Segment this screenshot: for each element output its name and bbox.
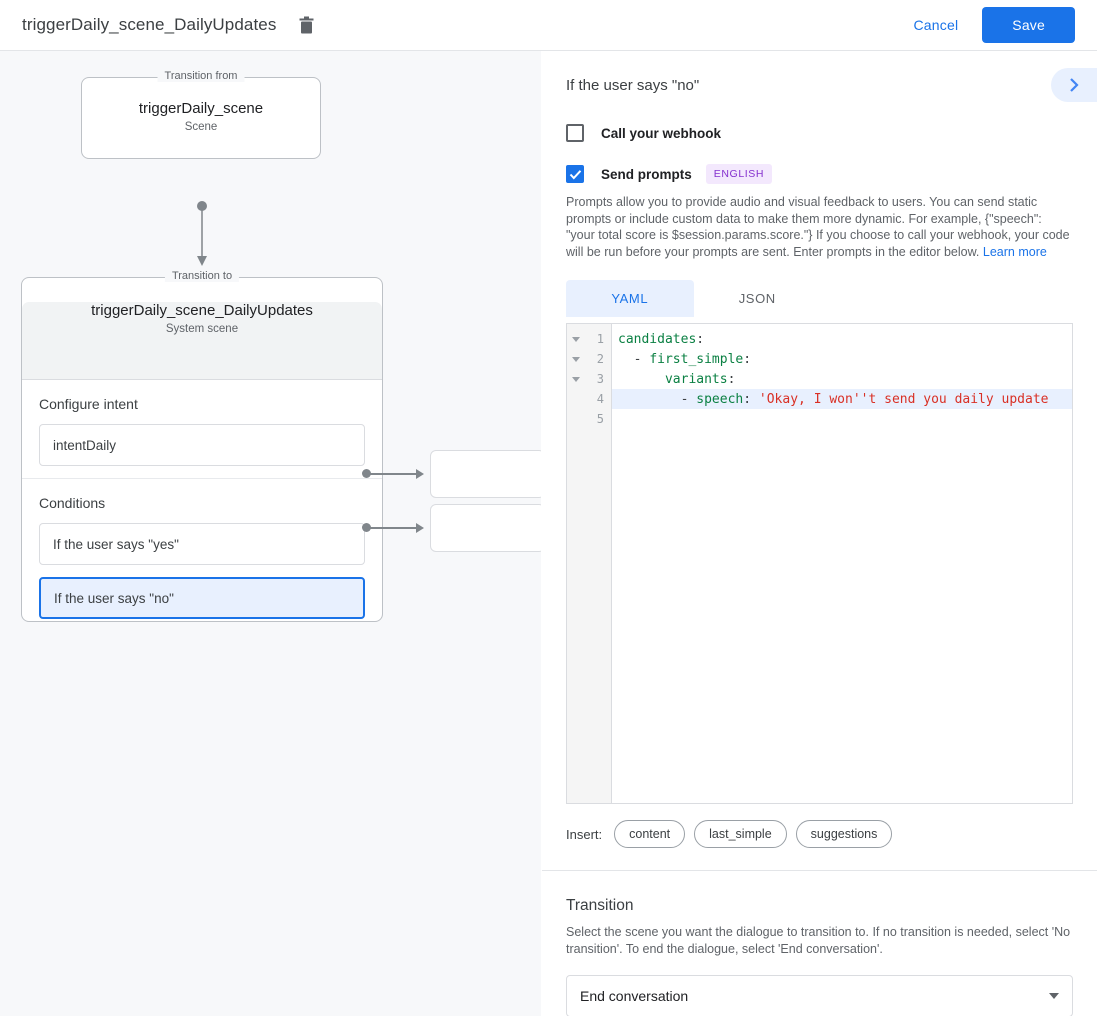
editor-gutter: 1 2 3 4 5 <box>567 324 612 803</box>
fold-triangle-icon[interactable] <box>572 376 580 382</box>
gutter-row[interactable]: 1 <box>567 329 611 349</box>
send-prompts-checkbox-row[interactable]: Send prompts ENGLISH <box>566 164 1073 184</box>
transition-section-title: Transition <box>566 897 634 914</box>
transition-from-name: triggerDaily_scene <box>138 100 264 117</box>
intent-field[interactable]: intentDaily <box>39 424 365 466</box>
transition-to-header: triggerDaily_scene_DailyUpdates System s… <box>22 302 382 380</box>
learn-more-link[interactable]: Learn more <box>982 244 1047 259</box>
trash-icon-glyph <box>299 16 314 34</box>
gutter-row[interactable]: 5 <box>567 409 611 429</box>
format-tabs: YAML JSON <box>566 280 821 317</box>
chevron-right-icon[interactable] <box>1051 68 1097 102</box>
configure-intent-label: Configure intent <box>39 396 138 412</box>
target-node-no[interactable] <box>430 504 541 552</box>
chevron-down-icon <box>1049 993 1059 999</box>
line-number: 3 <box>596 372 604 386</box>
insert-label: Insert: <box>566 826 603 842</box>
scene-graph-pane[interactable]: Transition from triggerDaily_scene Scene… <box>0 51 541 1016</box>
transition-to-legend: Transition to <box>164 270 240 282</box>
transition-to-name: triggerDaily_scene_DailyUpdates <box>91 302 313 319</box>
transition-to-node[interactable]: Transition to triggerDaily_scene_DailyUp… <box>21 270 383 622</box>
code-line[interactable] <box>612 409 1072 429</box>
line-number: 1 <box>596 332 604 346</box>
check-icon <box>569 169 581 179</box>
configure-intent-section: Configure intent intentDaily <box>22 380 382 479</box>
detail-panel: If the user says "no" Call your webhook <box>542 51 1097 1016</box>
conditions-section: Conditions If the user says "yes" If the… <box>22 479 382 643</box>
line-number: 4 <box>596 392 604 406</box>
code-line-text: candidates: <box>618 331 705 347</box>
page-title: triggerDaily_scene_DailyUpdates <box>22 15 277 34</box>
send-prompts-description-text: Prompts allow you to provide audio and v… <box>566 195 1070 259</box>
fold-triangle-icon[interactable] <box>572 336 580 342</box>
send-prompts-label: Send prompts <box>601 166 692 182</box>
transition-from-type: Scene <box>184 121 218 133</box>
edge-line-no <box>370 527 418 529</box>
insert-chips-row: Insert: content last_simple suggestions <box>566 820 1073 848</box>
conditions-label: Conditions <box>39 495 106 511</box>
send-prompts-description: Prompts allow you to provide audio and v… <box>566 194 1073 260</box>
editor-code-area[interactable]: candidates: - first_simple: variants: - … <box>612 324 1072 803</box>
code-line[interactable]: - first_simple: <box>612 349 1072 369</box>
code-line[interactable]: candidates: <box>612 329 1072 349</box>
transition-from-legend: Transition from <box>157 70 245 82</box>
insert-chip-last-simple[interactable]: last_simple <box>694 820 787 848</box>
condition-item-yes[interactable]: If the user says "yes" <box>39 523 365 565</box>
insert-chip-content[interactable]: content <box>614 820 686 848</box>
edge-arrow-yes <box>416 469 424 479</box>
transition-to-type: System scene <box>165 323 239 335</box>
tab-json[interactable]: JSON <box>738 291 776 306</box>
gutter-row[interactable]: 2 <box>567 349 611 369</box>
insert-chip-suggestions[interactable]: suggestions <box>795 820 893 848</box>
condition-item-no[interactable]: If the user says "no" <box>39 577 365 619</box>
panel-section-divider <box>542 870 1097 871</box>
code-line[interactable]: variants: <box>612 369 1072 389</box>
line-number: 5 <box>596 412 604 426</box>
webhook-checkbox[interactable] <box>566 124 584 142</box>
code-line-text: variants: <box>664 371 736 387</box>
code-line-text: - first_simple: <box>618 351 752 367</box>
gutter-row[interactable]: 3 <box>567 369 611 389</box>
cancel-button[interactable]: Cancel <box>900 8 973 42</box>
transition-from-node[interactable]: Transition from triggerDaily_scene Scene <box>81 70 321 159</box>
panel-body: Call your webhook Send prompts ENGLISH P… <box>542 124 1097 1016</box>
send-prompts-checkbox[interactable] <box>566 165 584 183</box>
tab-yaml[interactable]: YAML <box>566 280 694 317</box>
language-badge: ENGLISH <box>705 164 773 184</box>
webhook-label: Call your webhook <box>601 125 722 141</box>
code-line-text: - speech: 'Okay, I won''t send you daily… <box>618 391 1049 407</box>
transition-section-description: Select the scene you want the dialogue t… <box>566 925 1071 956</box>
edge-dot-no <box>362 523 371 532</box>
gutter-row[interactable]: 4 <box>567 389 611 409</box>
graph-connector-arrow <box>197 201 207 266</box>
edge-dot-yes <box>362 469 371 478</box>
code-line[interactable]: - speech: 'Okay, I won''t send you daily… <box>612 389 1072 409</box>
prompt-code-editor[interactable]: 1 2 3 4 5 <box>566 323 1073 804</box>
save-button[interactable]: Save <box>982 7 1075 43</box>
trash-icon[interactable] <box>294 13 318 37</box>
app-header: triggerDaily_scene_DailyUpdates Cancel S… <box>0 0 1097 51</box>
edge-line-yes <box>370 473 418 475</box>
transition-select[interactable]: End conversation <box>566 975 1073 1016</box>
target-node-yes[interactable] <box>430 450 541 498</box>
webhook-checkbox-row[interactable]: Call your webhook <box>566 124 1073 142</box>
chevron-right-icon-glyph <box>1069 78 1079 92</box>
edge-arrow-no <box>416 523 424 533</box>
pane-divider <box>541 51 542 1016</box>
line-number: 2 <box>596 352 604 366</box>
panel-title: If the user says "no" <box>566 77 700 94</box>
fold-triangle-icon[interactable] <box>572 356 580 362</box>
transition-select-value: End conversation <box>580 988 689 1004</box>
panel-header: If the user says "no" <box>542 51 1097 102</box>
